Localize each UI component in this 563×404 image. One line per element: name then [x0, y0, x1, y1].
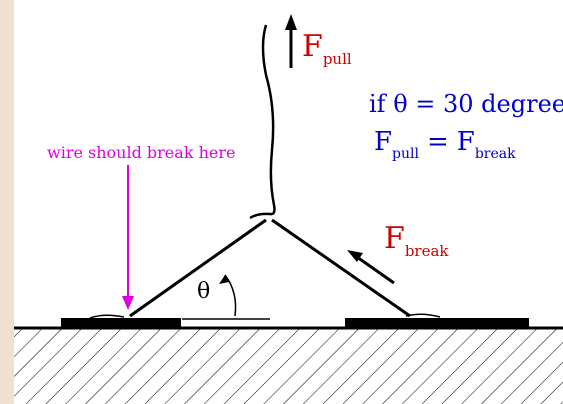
f-break-arrowhead [347, 250, 363, 262]
annotation-arrowhead [122, 296, 134, 310]
theta-arc-arrowhead [219, 275, 229, 284]
f-pull-arrowhead [285, 14, 297, 30]
condition-rhs-base: F [457, 127, 475, 157]
f-break-label-base: F [384, 221, 405, 256]
condition-line-1: if θ = 30 degrees [369, 90, 563, 118]
theta-label: θ [197, 279, 210, 304]
right-bond-tail [405, 313, 441, 318]
condition-lhs-base: F [374, 127, 392, 157]
right-bond-pad [345, 318, 529, 328]
wire-right-segment [271, 218, 411, 318]
f-pull-label-base: F [302, 29, 323, 64]
condition-rhs-sub: break [475, 146, 516, 162]
substrate-hatching [14, 329, 563, 404]
condition-equation: Fpull = Fbreak [374, 127, 516, 162]
left-bond-tail [89, 314, 125, 319]
theta-arc [224, 274, 237, 317]
f-pull-label: Fpull [302, 29, 352, 68]
annotation-text: wire should break here [47, 143, 235, 162]
f-break-label: Fbreak [384, 221, 449, 260]
wire-pull-diagram: θ Fpull Fbreak if θ = 30 degrees Fpull=F… [14, 14, 563, 404]
f-break-label-sub: break [405, 242, 450, 260]
condition-lhs-sub: pull [392, 146, 419, 162]
wire-left-segment [129, 218, 267, 318]
f-break-arrow-shaft [356, 255, 395, 285]
f-pull-label-sub: pull [323, 50, 352, 68]
left-bond-pad [61, 318, 181, 328]
condition-equals: = [427, 127, 449, 157]
diagram-panel: θ Fpull Fbreak if θ = 30 degrees Fpull=F… [14, 0, 563, 404]
pull-hook [249, 24, 276, 220]
